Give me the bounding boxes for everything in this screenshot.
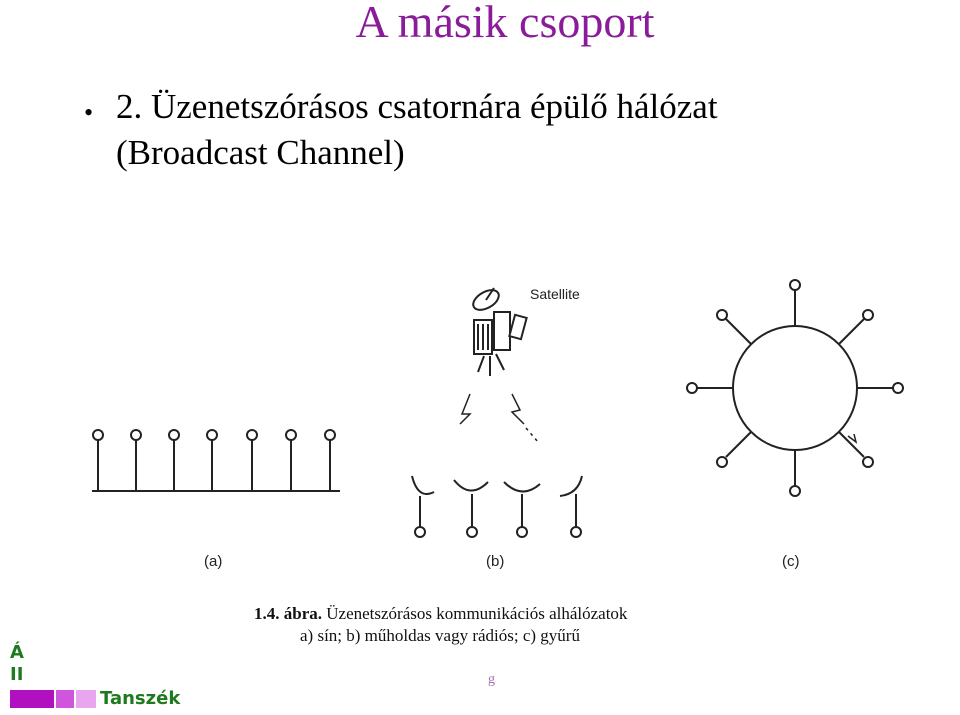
bullet-dot: • xyxy=(84,98,94,127)
ring-diagram xyxy=(686,279,904,497)
ring-stations xyxy=(686,279,904,497)
department-name: Tanszék xyxy=(100,688,181,709)
ring-circle xyxy=(732,325,858,451)
caption-line-1: 1.4. ábra. Üzenetszórásos kommunikációs … xyxy=(254,603,744,625)
logo-bar-mid xyxy=(56,690,74,708)
department-logo: Á II xyxy=(0,640,210,715)
logo-bar-dark xyxy=(10,690,54,708)
ground-stations xyxy=(411,475,583,538)
radio-signals xyxy=(459,393,539,443)
logo-bar-light xyxy=(76,690,96,708)
bus-stations xyxy=(92,429,336,491)
caption-number: 1.4. ábra. xyxy=(254,604,322,623)
satellite-icon xyxy=(472,287,528,376)
bullet-line-1: 2. Üzenetszórásos csatornára épülő hálóz… xyxy=(116,87,718,126)
panel-c-label: (c) xyxy=(782,553,800,570)
bullet-text: 2. Üzenetszórásos csatornára épülő hálóz… xyxy=(116,84,718,176)
satellite-diagram xyxy=(411,287,583,538)
figure-caption: 1.4. ábra. Üzenetszórásos kommunikációs … xyxy=(254,603,744,647)
bus-topology-diagram xyxy=(92,429,340,492)
logo-line-1: Á xyxy=(10,642,24,663)
ring-direction-arrow-icon xyxy=(847,433,858,444)
stray-mark: g xyxy=(488,672,495,687)
panel-a-label: (a) xyxy=(204,553,223,570)
satellite-label: Satellite xyxy=(530,286,580,302)
slide-title: A másik csoport xyxy=(355,0,655,47)
logo-line-2: II xyxy=(10,664,24,685)
caption-title: Üzenetszórásos kommunikációs alhálózatok xyxy=(322,604,628,623)
bullet-line-2: (Broadcast Channel) xyxy=(116,133,405,172)
panel-b-label: (b) xyxy=(486,553,505,570)
caption-line-2: a) sín; b) műholdas vagy rádiós; c) gyűr… xyxy=(300,626,580,645)
